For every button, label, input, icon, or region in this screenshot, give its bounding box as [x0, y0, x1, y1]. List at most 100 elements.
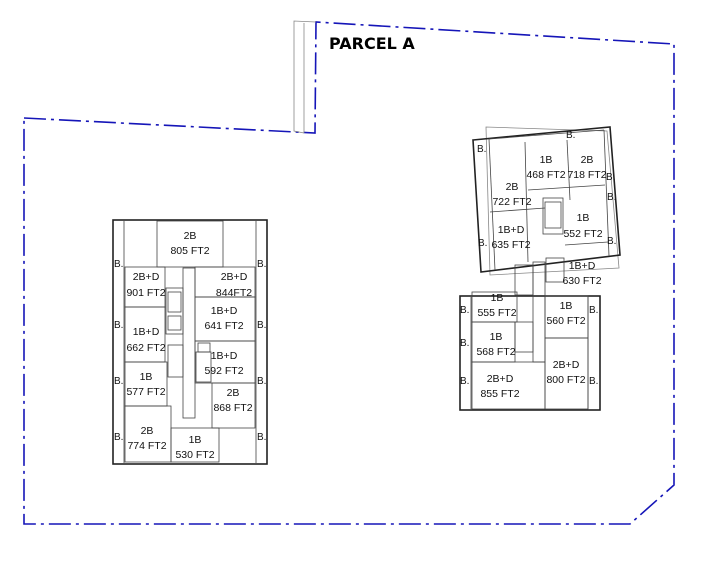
balcony-label: B.	[114, 432, 123, 443]
unit-type-label: 1B+D	[133, 326, 160, 338]
unit-type-label: 2B+D	[133, 271, 160, 283]
right-upper-elevator	[545, 257, 565, 283]
right-balcony-strip-e	[603, 129, 610, 257]
balcony-label: B.	[114, 259, 123, 270]
unit-area-label: 530 FT2	[175, 449, 214, 461]
unit-area-label: 641 FT2	[204, 320, 243, 332]
parcel-title: PARCEL A	[329, 34, 415, 53]
right-wall	[524, 141, 529, 263]
unit-type-label: 1B	[491, 292, 504, 304]
left-elevator	[167, 315, 182, 331]
unit-area-label: 800 FT2	[546, 374, 585, 386]
balcony-label: B.	[477, 144, 486, 155]
right-corridor	[532, 261, 546, 363]
left-stair	[167, 291, 182, 313]
balcony-label: B.	[589, 305, 598, 316]
unit-type-label: 1B+D	[211, 350, 238, 362]
unit-type-label: 2B+D	[487, 373, 514, 385]
right-balcony-strip-n	[488, 129, 605, 140]
right-upper-wing	[472, 126, 621, 273]
unit-type-label: 2B	[184, 230, 197, 242]
balcony-label: B.	[566, 130, 575, 141]
unit-type-label: 2B+D	[221, 271, 248, 283]
unit-type-label: 2B	[581, 154, 594, 166]
balcony-label: B.	[478, 238, 487, 249]
unit-area-label: 577 FT2	[126, 386, 165, 398]
balcony-label: B.	[257, 259, 266, 270]
unit-area-label: 468 FT2	[526, 169, 565, 181]
unit-area-label: 718 FT2	[567, 169, 606, 181]
balcony-labels: B. B. B. B. B. B. B. B. B. B. B. B. B. B…	[114, 130, 616, 443]
left-shaft	[197, 342, 211, 353]
unit-area-label: 560 FT2	[546, 315, 585, 327]
balcony-label: B.	[589, 376, 598, 387]
left-unit-box	[211, 382, 256, 429]
balcony-label: B.	[460, 305, 469, 316]
balcony-label: B.	[460, 376, 469, 387]
right-wall	[527, 184, 606, 191]
unit-type-label: 1B	[577, 212, 590, 224]
right-wall	[489, 207, 546, 213]
unit-area-label: 901 FT2	[126, 287, 165, 299]
unit-type-label: 1B	[560, 300, 573, 312]
unit-type-label: 1B+D	[211, 305, 238, 317]
unit-area-label: 630 FT2	[562, 275, 601, 287]
left-unit-box	[194, 296, 256, 342]
unit-area-label: 722 FT2	[492, 196, 531, 208]
unit-area-label: 805 FT2	[170, 245, 209, 257]
left-unit-box	[124, 361, 168, 407]
unit-type-label: 2B	[506, 181, 519, 193]
unit-type-label: 1B+D	[498, 224, 525, 236]
balcony-label: B.	[114, 320, 123, 331]
unit-area-label: 568 FT2	[476, 346, 515, 358]
unit-type-label: 2B+D	[553, 359, 580, 371]
unit-area-label: 662 FT2	[126, 342, 165, 354]
unit-area-label: 844FT2	[216, 287, 252, 299]
unit-area-label: 592 FT2	[204, 365, 243, 377]
right-wall	[566, 139, 571, 201]
unit-area-label: 552 FT2	[563, 228, 602, 240]
unit-type-label: 1B	[189, 434, 202, 446]
balcony-label: B.	[607, 236, 616, 247]
balcony-label: B.	[114, 376, 123, 387]
right-upper-stair-inner	[544, 201, 562, 229]
parcel-boundary	[23, 21, 675, 525]
balcony-label: B.	[257, 432, 266, 443]
unit-type-label: 1B	[490, 331, 503, 343]
left-elevator-bank	[167, 344, 184, 378]
balcony-label: B.	[257, 320, 266, 331]
right-balcony-strip-w	[488, 138, 496, 271]
unit-type-label: 2B	[141, 425, 154, 437]
right-unit-labels: 1B 468 FT2 2B 718 FT2 2B 722 FT2 1B+D 63…	[476, 154, 606, 400]
balcony-label: B.	[257, 376, 266, 387]
building-left	[112, 219, 268, 465]
unit-area-label: 555 FT2	[477, 307, 516, 319]
right-wing-ghost	[485, 126, 620, 276]
left-unit-box	[156, 220, 224, 268]
unit-area-label: 868 FT2	[213, 402, 252, 414]
unit-area-label: 635 FT2	[491, 239, 530, 251]
right-lower-wing	[459, 295, 601, 411]
unit-type-label: 1B	[140, 371, 153, 383]
unit-area-label: 774 FT2	[127, 440, 166, 452]
balcony-label: B.	[607, 192, 616, 203]
parcel-notch	[293, 20, 317, 134]
left-stair-core	[165, 287, 184, 335]
unit-area-label: 855 FT2	[480, 388, 519, 400]
building-right	[459, 126, 621, 411]
balcony-label: B.	[460, 338, 469, 349]
left-unit-box	[170, 427, 220, 463]
unit-type-label: 1B+D	[569, 260, 596, 272]
right-wall	[564, 241, 609, 246]
right-upper-stair	[542, 197, 564, 235]
right-lower-stair	[514, 321, 534, 353]
left-corridor	[182, 267, 196, 419]
unit-type-label: 2B	[227, 387, 240, 399]
right-unit-box	[471, 361, 546, 410]
unit-type-label: 1B	[540, 154, 553, 166]
left-outer-wall	[112, 219, 268, 465]
right-lower-elevator	[514, 264, 534, 296]
left-unit-labels: 2B 805 FT2 2B+D 901 FT2 2B+D 844FT2 1B+D…	[126, 230, 252, 461]
balcony-label: B.	[606, 172, 615, 183]
